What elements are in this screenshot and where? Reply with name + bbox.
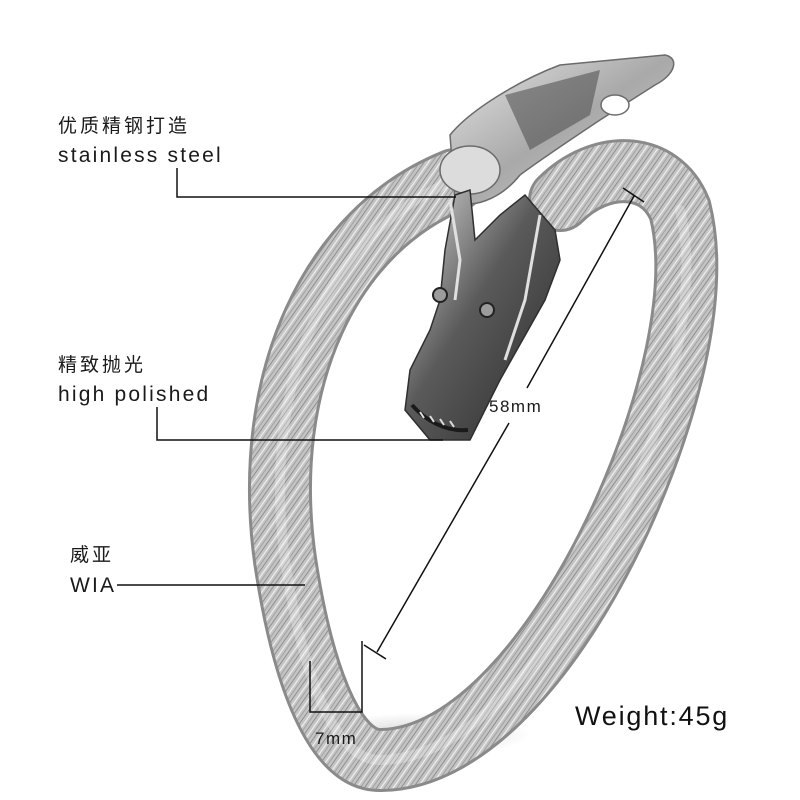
diameter-line-lower: [376, 422, 510, 653]
weight-label: Weight:: [575, 701, 679, 731]
material-label-en: stainless steel: [58, 144, 223, 167]
material-label-cn: 优质精钢打造: [58, 115, 191, 137]
weight-value: 45g: [678, 701, 730, 731]
wire-cable: [247, 139, 719, 793]
wire-label-en: WIA: [70, 574, 117, 597]
leader-line-stainless-steel: [176, 168, 456, 198]
dragon-tail-cap: [439, 54, 675, 205]
leader-lines: [117, 168, 645, 713]
leader-line-high-polished: [156, 407, 443, 441]
diameter-label: 58mm: [489, 397, 543, 416]
finish-label-en: high polished: [58, 383, 211, 406]
wire-label-cn: 威亚: [70, 544, 115, 566]
weight-text: Weight:45g: [575, 703, 729, 730]
width-bracket: [309, 641, 363, 713]
diameter-line-upper: [526, 195, 635, 389]
dragon-head: [404, 188, 561, 441]
width-label: 7mm: [315, 729, 358, 748]
finish-label-cn: 精致抛光: [58, 354, 147, 376]
